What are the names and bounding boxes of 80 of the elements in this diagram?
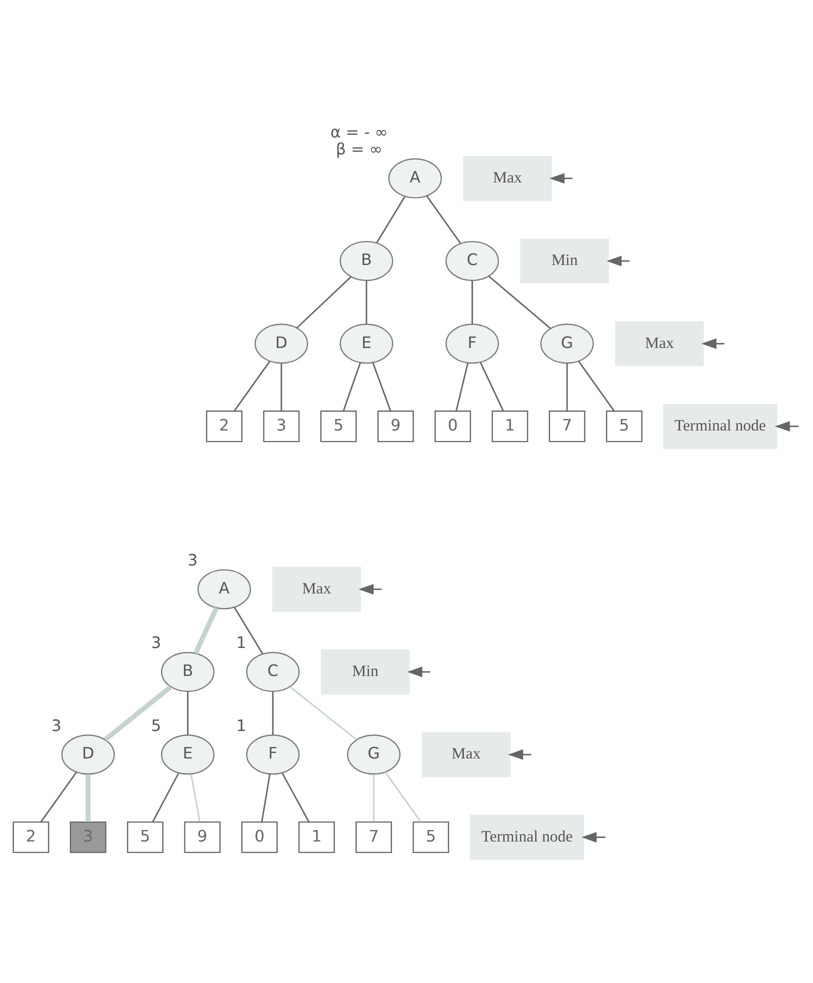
- node-ellipse: E: [340, 323, 394, 364]
- arrow: [582, 831, 606, 842]
- connector: [193, 606, 219, 654]
- node-box: Max: [422, 732, 511, 777]
- node-box: Min: [520, 238, 609, 283]
- node-box: 0: [434, 410, 472, 442]
- connector: [234, 360, 270, 411]
- node-box: Max: [463, 155, 552, 200]
- node-box: 3: [263, 410, 300, 442]
- arrow: [358, 583, 382, 594]
- node-box: Max: [615, 320, 704, 366]
- connector: [376, 196, 406, 243]
- node-ellipse: A: [388, 158, 442, 198]
- node-box: 1: [298, 820, 335, 853]
- node-ellipse: E: [161, 734, 214, 774]
- connector: [272, 691, 274, 734]
- connector: [190, 773, 200, 822]
- node-ellipse: B: [161, 651, 214, 692]
- arrow: [549, 172, 572, 184]
- arrow: [508, 748, 532, 760]
- node-ellipse: C: [246, 651, 300, 692]
- node-label: α = - ∞: [330, 122, 388, 142]
- node-box: 7: [356, 820, 392, 853]
- arrow: [774, 420, 799, 432]
- node-box: 1: [492, 410, 528, 442]
- node-label: β = ∞: [336, 139, 382, 158]
- node-ellipse: D: [254, 323, 308, 364]
- connector: [261, 773, 271, 822]
- connector: [282, 772, 310, 822]
- connector: [372, 362, 392, 411]
- connector: [86, 774, 90, 822]
- connector: [480, 362, 504, 411]
- connector: [472, 280, 473, 324]
- connector: [234, 606, 264, 654]
- connector: [280, 363, 282, 410]
- node-box: Min: [320, 648, 410, 694]
- connector: [104, 684, 172, 741]
- node-ellipse: F: [246, 734, 300, 774]
- node-box: 9: [184, 820, 221, 853]
- node-box: 5: [606, 410, 642, 442]
- connector: [296, 276, 352, 328]
- node-box: 5: [126, 820, 164, 853]
- arrow: [407, 666, 430, 677]
- node-label: 3: [151, 632, 162, 652]
- node-ellipse: B: [340, 240, 394, 281]
- node-box: 9: [377, 410, 414, 442]
- connector: [152, 772, 180, 822]
- node-box: Max: [272, 566, 361, 612]
- node-box: Terminal node: [663, 403, 778, 448]
- node-box: Terminal node: [470, 814, 584, 860]
- connector: [373, 774, 374, 822]
- node-box: 2: [206, 410, 242, 442]
- node-box: 0: [241, 820, 278, 853]
- node-label: 3: [51, 715, 62, 734]
- node-ellipse: G: [347, 734, 400, 774]
- connector: [488, 275, 551, 328]
- connector: [566, 363, 568, 410]
- node-box: 5: [412, 820, 450, 853]
- node-ellipse: C: [445, 240, 499, 281]
- node-ellipse: G: [540, 323, 594, 364]
- arrow: [701, 338, 724, 348]
- node-box: 2: [12, 820, 50, 853]
- node-ellipse: F: [445, 323, 499, 364]
- connector: [384, 771, 422, 822]
- connector: [290, 686, 358, 740]
- node-ellipse: D: [61, 734, 115, 774]
- connector: [456, 362, 469, 410]
- node-box: 7: [548, 410, 586, 442]
- node-label: 1: [236, 715, 246, 734]
- connector: [342, 362, 361, 411]
- node-label: 5: [151, 715, 162, 734]
- node-label: 3: [188, 550, 198, 569]
- node-label: 1: [236, 632, 246, 652]
- node-box: 5: [320, 410, 357, 442]
- connector: [40, 771, 78, 822]
- connector: [187, 691, 188, 734]
- connector: [366, 280, 368, 324]
- node-ellipse: A: [197, 568, 251, 609]
- connector: [578, 360, 615, 411]
- connector: [426, 194, 461, 243]
